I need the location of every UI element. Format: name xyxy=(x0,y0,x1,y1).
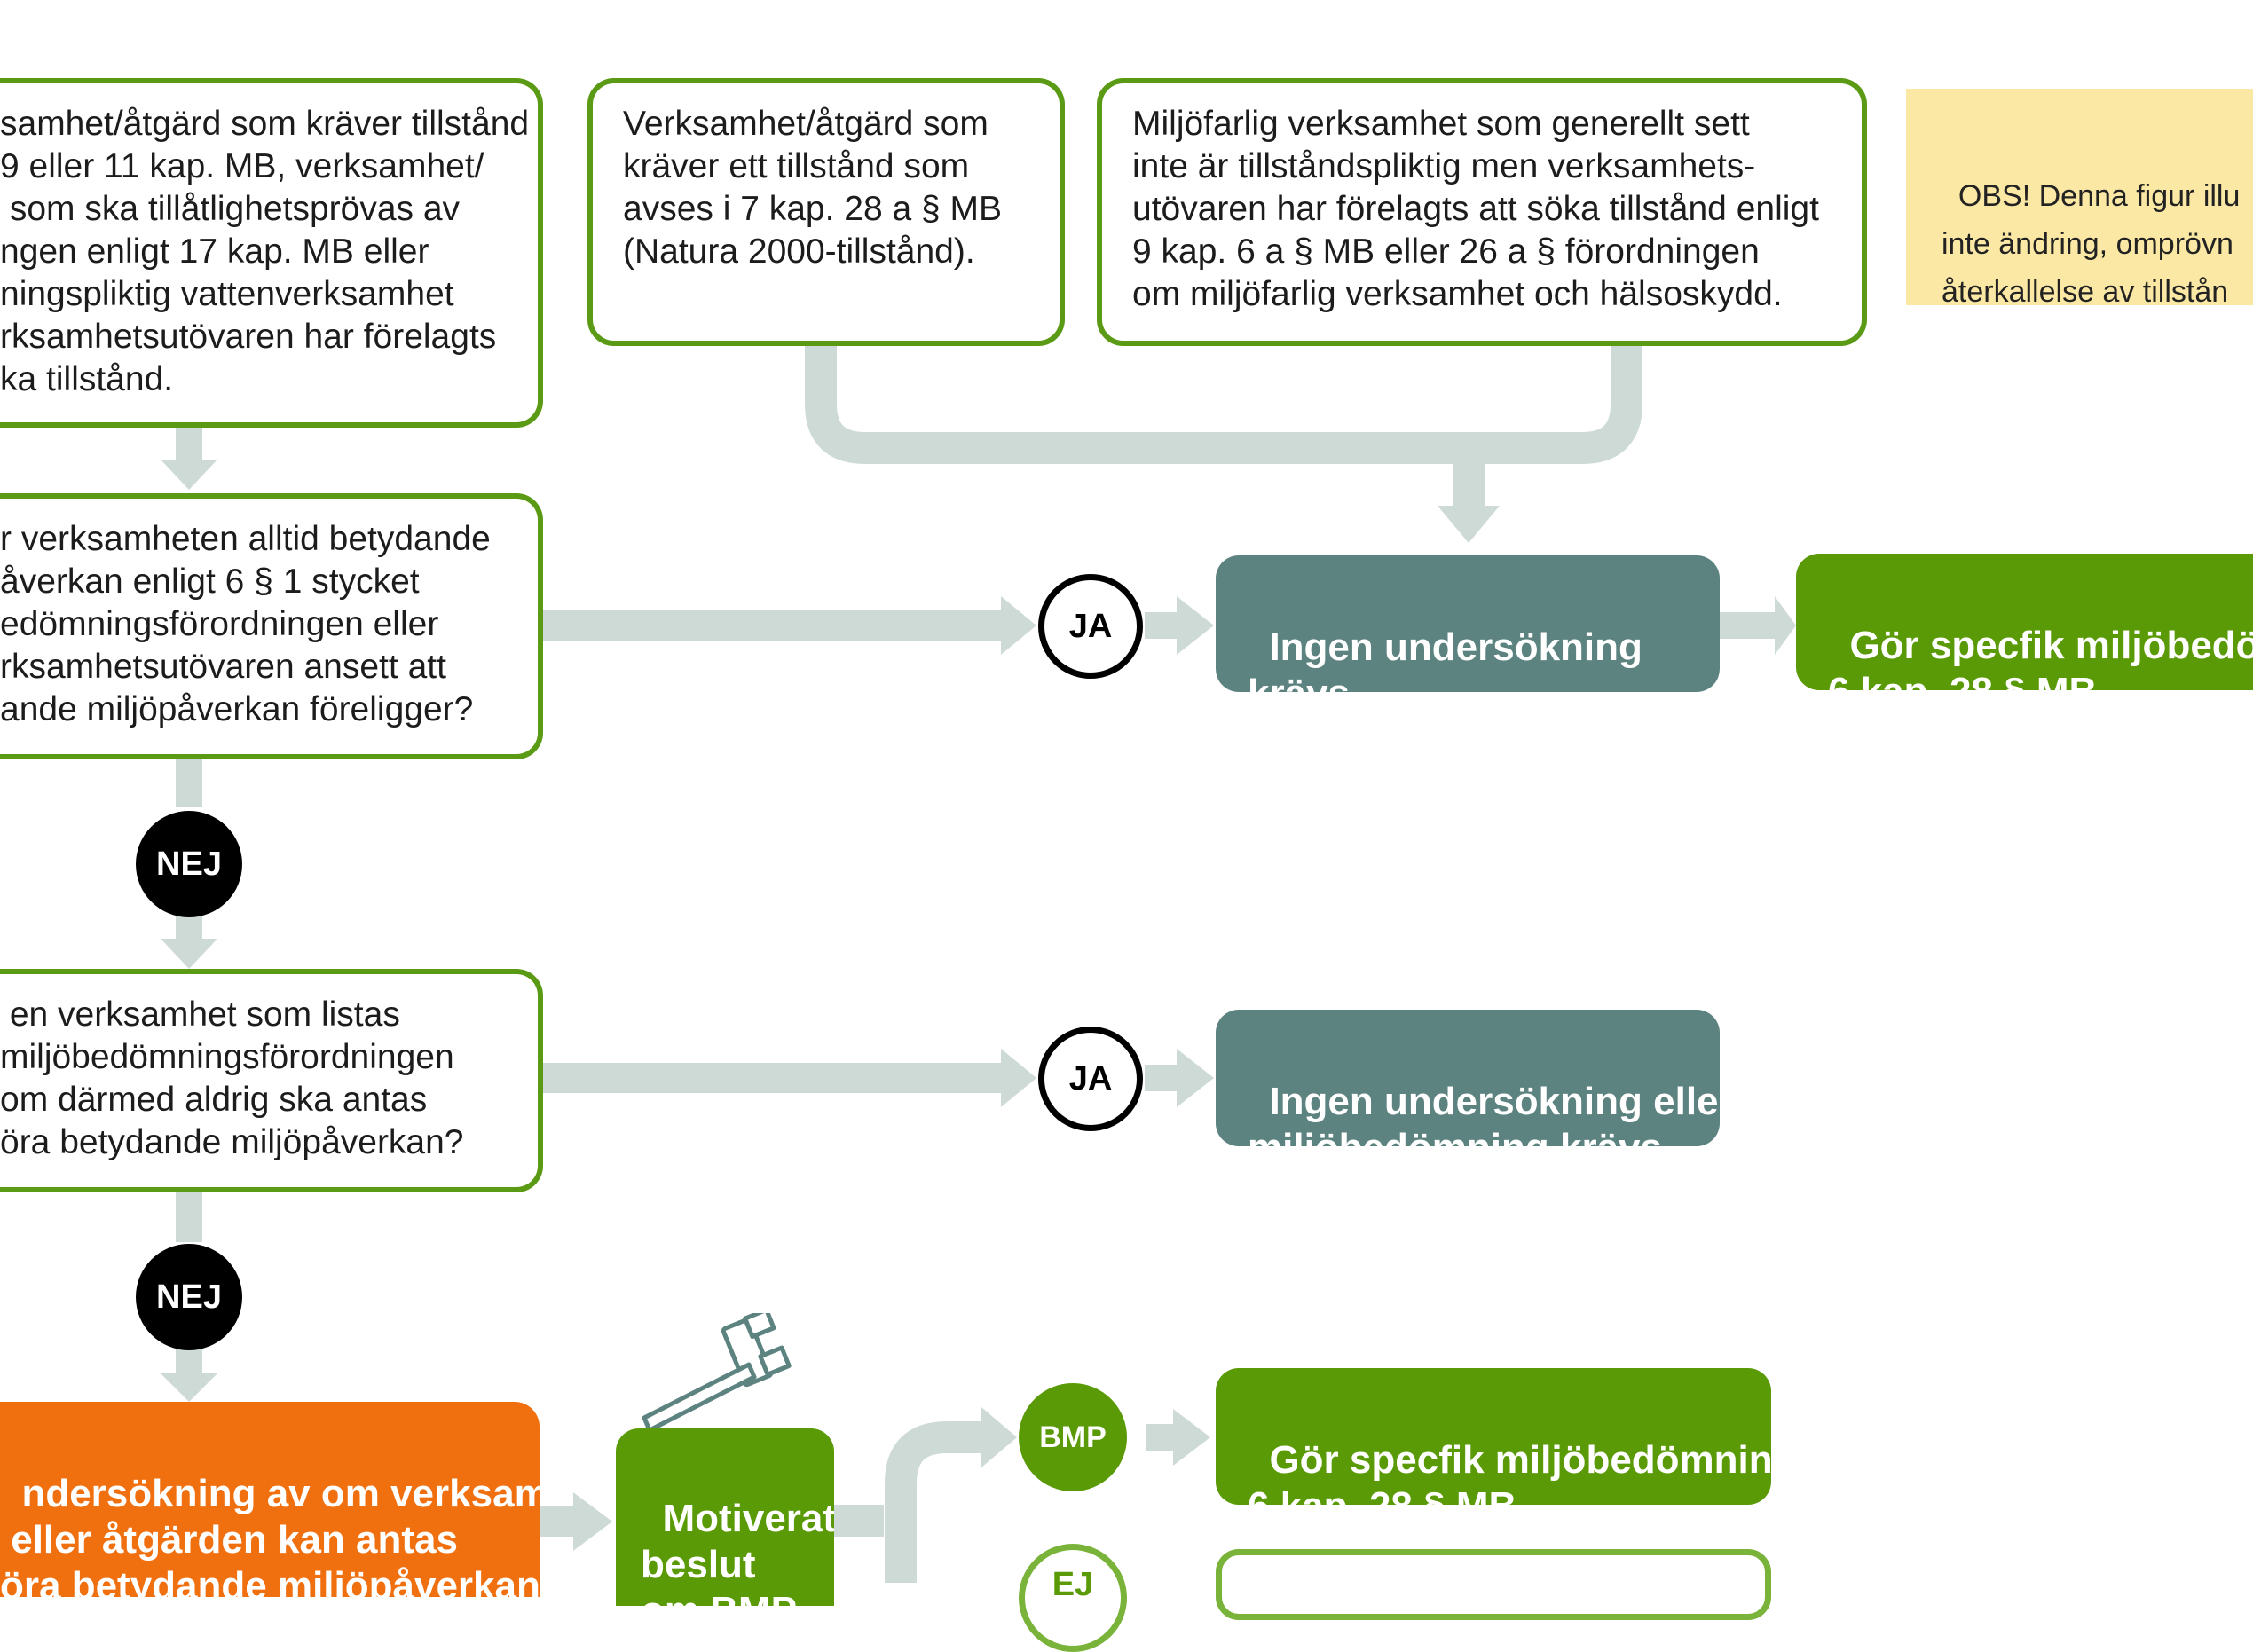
result-specifik-miljobedomning-bottom-text: Gör specfik miljöbedömning 6 kap. 28 § M… xyxy=(1248,1438,1771,1505)
ja-circle-2-label: JA xyxy=(1068,1059,1113,1097)
box-miljofarlig-verksamhet-text: Miljöfarlig verksamhet som generellt set… xyxy=(1132,105,1819,313)
result-undersokning-text: ndersökning av om verksam- eller åtgärde… xyxy=(0,1472,540,1597)
box-tillstandspliktig-text: samhet/åtgärd som kräver tillstånd 9 ell… xyxy=(0,105,530,398)
nej-circle-1-label: NEJ xyxy=(156,845,222,883)
ja-circle-1: JA xyxy=(1038,574,1143,679)
question-listad-verksamhet-text: en verksamhet som listas miljöbedömnings… xyxy=(0,995,464,1161)
result-ingen-undersokning-eller-miljobedomning-text: Ingen undersökning eller miljöbedömning … xyxy=(1248,1080,1720,1146)
box-natura-2000: Verksamhet/åtgärd som kräver ett tillstå… xyxy=(587,78,1065,346)
result-specifik-miljobedomning-top-text: Gör specfik miljöbedömn 6 kap. 28 § MB xyxy=(1828,624,2253,690)
obs-note: OBS! Denna figur illu inte ändring, ompr… xyxy=(1906,89,2253,305)
question-betydande-miljopaverkan: r verksamheten alltid betydande åverkan … xyxy=(0,493,543,759)
result-ej-box xyxy=(1216,1549,1771,1620)
question-betydande-miljopaverkan-text: r verksamheten alltid betydande åverkan … xyxy=(0,520,491,728)
result-ingen-undersokning-eller-miljobedomning: Ingen undersökning eller miljöbedömning … xyxy=(1216,1010,1720,1146)
bmp-circle: BMP xyxy=(1019,1383,1127,1491)
ja-circle-2: JA xyxy=(1038,1027,1143,1131)
ej-circle: EJ xyxy=(1019,1544,1127,1652)
result-specifik-miljobedomning-top: Gör specfik miljöbedömn 6 kap. 28 § MB xyxy=(1796,554,2253,690)
result-undersokning: ndersökning av om verksam- eller åtgärde… xyxy=(0,1402,540,1597)
nej-circle-1: NEJ xyxy=(136,811,242,917)
connectors xyxy=(161,346,1796,1583)
obs-note-text: OBS! Denna figur illu inte ändring, ompr… xyxy=(1942,179,2241,305)
box-natura-2000-text: Verksamhet/åtgärd som kräver ett tillstå… xyxy=(623,105,1003,271)
result-ingen-undersokning: Ingen undersökning krävs xyxy=(1216,555,1720,692)
result-ingen-undersokning-text: Ingen undersökning krävs xyxy=(1248,625,1642,692)
result-specifik-miljobedomning-bottom: Gör specfik miljöbedömning 6 kap. 28 § M… xyxy=(1216,1368,1771,1505)
result-motiverat-beslut-text: Motiverat beslut om BMP xyxy=(641,1497,834,1606)
result-motiverat-beslut: Motiverat beslut om BMP xyxy=(616,1428,834,1606)
box-miljofarlig-verksamhet: Miljöfarlig verksamhet som generellt set… xyxy=(1097,78,1867,346)
ej-circle-label: EJ xyxy=(1052,1566,1094,1603)
question-listad-verksamhet: en verksamhet som listas miljöbedömnings… xyxy=(0,969,543,1192)
box-tillstandspliktig: samhet/åtgärd som kräver tillstånd 9 ell… xyxy=(0,78,543,428)
gavel-icon xyxy=(642,1313,792,1433)
bmp-circle-label: BMP xyxy=(1039,1420,1107,1454)
ja-circle-1-label: JA xyxy=(1068,607,1113,645)
nej-circle-2-label: NEJ xyxy=(156,1278,222,1316)
nej-circle-2: NEJ xyxy=(136,1244,242,1350)
